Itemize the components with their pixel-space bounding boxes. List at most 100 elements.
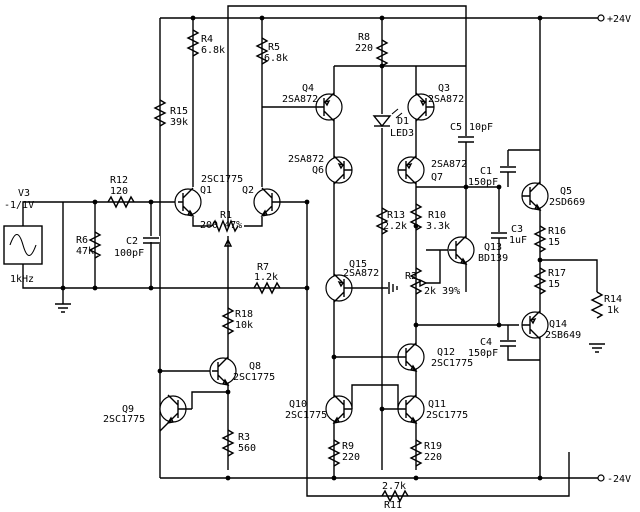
C4-value: 150pF bbox=[468, 348, 498, 359]
resistor-R14 bbox=[590, 291, 604, 319]
Q3-name: Q3 bbox=[438, 83, 450, 94]
Q13-part: BD139 bbox=[478, 253, 508, 264]
capacitor-C4 bbox=[500, 340, 518, 347]
resistor-R3 bbox=[221, 429, 235, 457]
C3-value: 1uF bbox=[509, 235, 527, 246]
R6-value: 47k bbox=[76, 246, 94, 257]
grounds bbox=[55, 282, 605, 353]
C5-name: C5 bbox=[450, 122, 462, 133]
Q10-name: Q10 bbox=[289, 399, 307, 410]
C2-name: C2 bbox=[126, 236, 138, 247]
Q7-part: 2SA872 bbox=[431, 159, 467, 170]
Q5-part: 2SD669 bbox=[549, 197, 585, 208]
R13-value: 2.2k bbox=[383, 221, 407, 232]
transistor-Q14 bbox=[521, 310, 549, 340]
resistor-R6 bbox=[88, 231, 102, 259]
Q2-name: Q2 bbox=[242, 185, 254, 196]
transistor-Q8 bbox=[209, 356, 237, 386]
R19-name: R19 bbox=[424, 441, 442, 452]
Q3-part: 2SA872 bbox=[428, 94, 464, 105]
capacitor-C3 bbox=[491, 232, 509, 239]
R17-value: 15 bbox=[548, 279, 560, 290]
resistor-R18 bbox=[221, 307, 235, 335]
R12-name: R12 bbox=[110, 175, 128, 186]
led-D1: D1 LED3 bbox=[372, 108, 414, 139]
R1-name: R1 bbox=[220, 210, 232, 221]
capacitor-C2 bbox=[142, 236, 160, 244]
Q1-name: Q1 bbox=[200, 185, 212, 196]
Q1-part: 2SC1775 bbox=[201, 174, 243, 185]
transistor-Q10 bbox=[325, 394, 353, 424]
capacitors: C2 100pF C5 10pF C1 150pF C3 1uF C4 150p… bbox=[114, 122, 527, 359]
R11-value: 2.7k bbox=[382, 481, 406, 492]
R18-value: 10k bbox=[235, 320, 253, 331]
capacitor-C5 bbox=[458, 136, 476, 143]
R10-value: 3.3k bbox=[426, 221, 450, 232]
R18-name: R18 bbox=[235, 309, 253, 320]
R2-name: R2 bbox=[405, 271, 417, 282]
Q13-name: Q13 bbox=[484, 242, 502, 253]
R9-value: 220 bbox=[342, 452, 360, 463]
resistor-R11 bbox=[381, 489, 409, 503]
Q12-name: Q12 bbox=[437, 347, 455, 358]
R3-name: R3 bbox=[238, 432, 250, 443]
Q10-part: 2SC1775 bbox=[285, 410, 327, 421]
C5-value: 10pF bbox=[469, 122, 493, 133]
neg-rail-terminal bbox=[597, 474, 605, 482]
Q9-part: 2SC1775 bbox=[103, 414, 145, 425]
R7-value: 1.2k bbox=[254, 272, 278, 283]
R3-value: 560 bbox=[238, 443, 256, 454]
R17-name: R17 bbox=[548, 268, 566, 279]
R16-value: 15 bbox=[548, 237, 560, 248]
pos-rail-terminal bbox=[597, 14, 605, 22]
R4-name: R4 bbox=[201, 34, 213, 45]
ground-symbol bbox=[589, 343, 605, 353]
Q15-part: 2SA872 bbox=[343, 268, 379, 279]
ground-symbol bbox=[55, 303, 71, 313]
resistor-R13 bbox=[375, 207, 389, 235]
resistor-R10 bbox=[409, 203, 423, 231]
resistor-R17 bbox=[533, 267, 547, 295]
transistor-Q4 bbox=[315, 92, 343, 122]
rail-terminals: +24V -24V bbox=[597, 14, 631, 485]
R1-wiper-arrow bbox=[223, 238, 233, 247]
junctions bbox=[60, 15, 543, 481]
resistors: R4 6.8k R5 6.8k R8 220 R15 39k R12 120 R… bbox=[76, 29, 622, 511]
R13-name: R13 bbox=[387, 210, 405, 221]
capacitor-C1 bbox=[500, 166, 518, 173]
source-amplitude: -1/1V bbox=[4, 200, 34, 211]
transistor-Q2 bbox=[253, 187, 281, 217]
transistor-Q6 bbox=[325, 155, 353, 185]
R16-name: R16 bbox=[548, 226, 566, 237]
R7-name: R7 bbox=[257, 262, 269, 273]
Q11-part: 2SC1775 bbox=[426, 410, 468, 421]
R15-value: 39k bbox=[170, 117, 188, 128]
R4-value: 6.8k bbox=[201, 45, 225, 56]
resistor-R16 bbox=[533, 225, 547, 253]
ground-symbol bbox=[388, 282, 398, 294]
resistor-R7 bbox=[253, 281, 281, 295]
R12-value: 120 bbox=[110, 186, 128, 197]
resistor-R19 bbox=[409, 439, 423, 467]
R8-name: R8 bbox=[358, 32, 370, 43]
R2-wiper-arrow bbox=[419, 278, 428, 288]
source-name: V3 bbox=[18, 188, 30, 199]
C4-name: C4 bbox=[480, 337, 492, 348]
C1-value: 150pF bbox=[468, 177, 498, 188]
Q12-part: 2SC1775 bbox=[431, 358, 473, 369]
R5-name: R5 bbox=[268, 42, 280, 53]
transistor-Q7 bbox=[397, 155, 425, 185]
transistor-Q15 bbox=[325, 273, 357, 303]
C3-name: C3 bbox=[511, 224, 523, 235]
pos-rail-label: +24V bbox=[607, 14, 631, 25]
resistor-R8 bbox=[375, 39, 389, 67]
Q8-part: 2SC1775 bbox=[233, 372, 275, 383]
C2-value: 100pF bbox=[114, 248, 144, 259]
resistor-R4 bbox=[186, 29, 200, 57]
C1-name: C1 bbox=[480, 166, 492, 177]
R14-value: 1k bbox=[607, 305, 619, 316]
Q14-part: 2SB649 bbox=[545, 330, 581, 341]
resistor-R9 bbox=[327, 439, 341, 467]
resistor-R15 bbox=[153, 99, 167, 127]
resistor-R12 bbox=[107, 195, 135, 209]
